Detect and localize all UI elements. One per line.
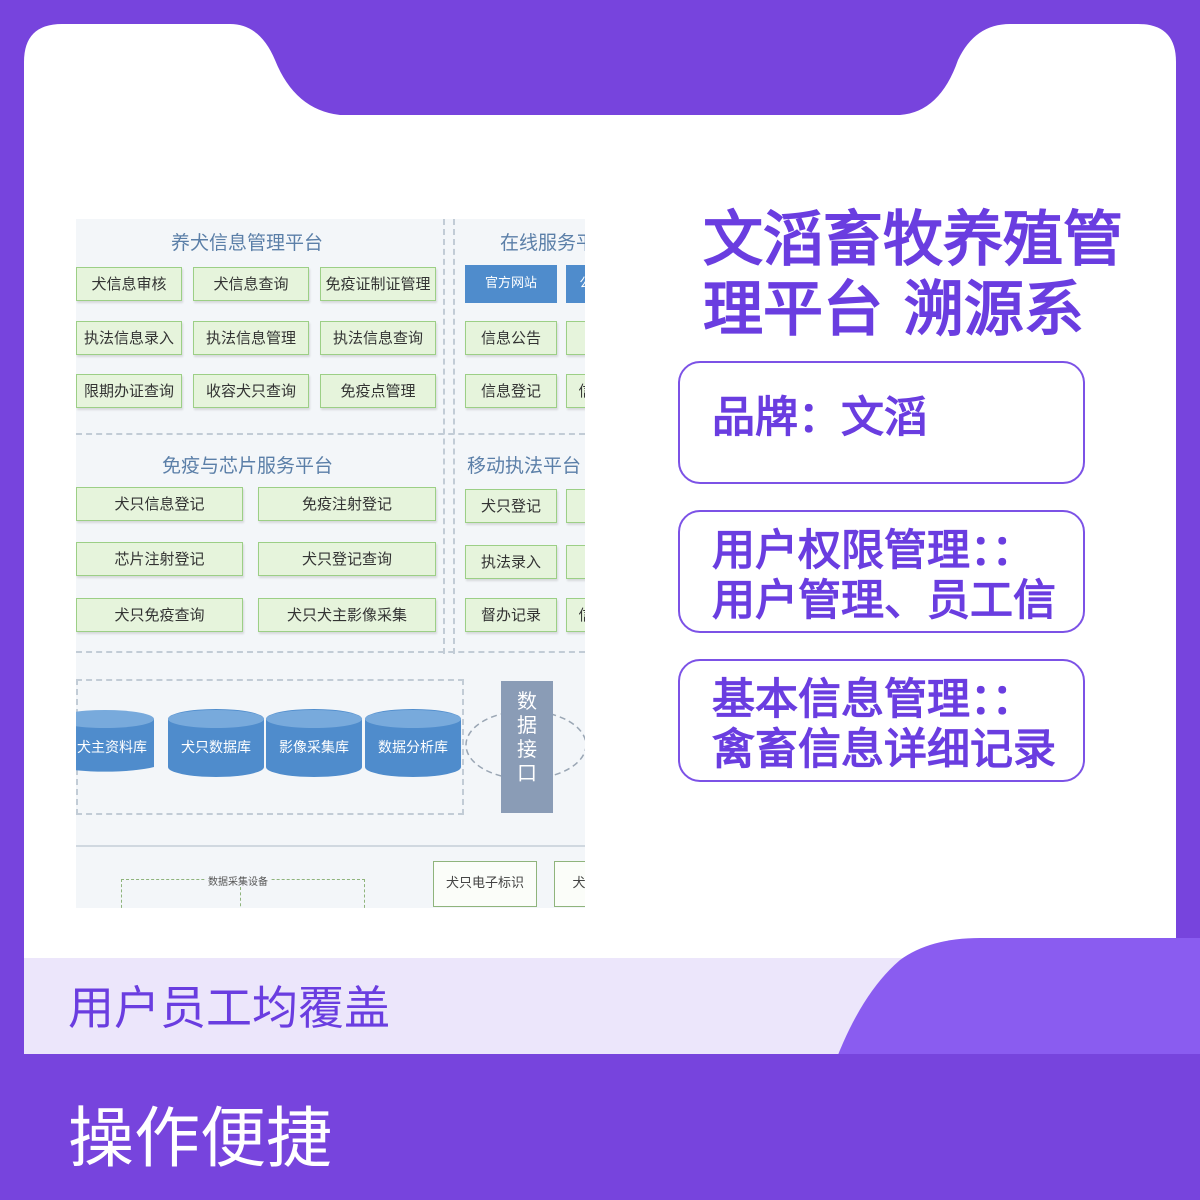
permission-card: 用户权限管理：： 用户管理、员工信	[678, 510, 1085, 633]
diagram-box: 免疫点管理	[320, 374, 436, 408]
diagram-box-blue: 官方网站	[465, 265, 557, 303]
database-label: 数据分析库	[378, 740, 448, 756]
separator	[453, 219, 455, 654]
basic-info-line: 禽畜信息详细记录	[712, 725, 1056, 775]
separator	[443, 219, 445, 654]
architecture-diagram: 养犬信息管理平台 犬信息审核 犬信息查询 免疫证制证管理 执法信息录入 执法信息…	[76, 219, 585, 908]
diagram-box: 信	[566, 598, 585, 632]
feature-easy-text: 操作便捷	[68, 1100, 332, 1177]
database-label: 影像采集库	[279, 740, 349, 756]
diagram-box: 执法信息查询	[320, 321, 436, 355]
diagram-box: 执法信息录入	[76, 321, 182, 355]
diagram-box: 执法录入	[465, 545, 557, 579]
database-cylinders	[76, 709, 461, 777]
diagram-box: 犬只免疫查询	[76, 598, 243, 632]
diagram-box	[566, 489, 585, 523]
database-icon	[76, 714, 154, 772]
headline-line: 理平台 溯源系	[703, 275, 1084, 345]
diagram-box: 督办记录	[465, 598, 557, 632]
diagram-box	[566, 545, 585, 579]
dark-band	[0, 1054, 1200, 1200]
separator	[76, 433, 585, 435]
diagram-box: 信息登记	[465, 374, 557, 408]
diagram-box: 犬只登记查询	[258, 542, 436, 576]
collection-line	[240, 887, 241, 908]
panel-title-immune: 免疫与芯片服务平台	[162, 455, 334, 477]
diagram-box: 犬只登记	[465, 489, 557, 523]
permission-line: 用户权限管理：：	[712, 526, 1035, 576]
diagram-box: 信息公告	[465, 321, 557, 355]
diagram-box: 犬只犬主影像采集	[258, 598, 436, 632]
panel-title-dog-info: 养犬信息管理平台	[171, 232, 324, 254]
brand-card: 品牌：文滔	[678, 361, 1085, 484]
collection-item: 犬	[554, 861, 585, 907]
product-headline: 文滔畜牧养殖管 理平台 溯源系	[703, 205, 1133, 345]
feature-coverage-text: 用户员工均覆盖	[68, 981, 390, 1035]
separator	[76, 651, 585, 653]
collection-label: 数据采集设备	[206, 873, 270, 888]
diagram-box-blue: 公	[566, 265, 585, 303]
separator	[76, 845, 585, 847]
brand-text: 品牌：文滔	[712, 393, 927, 443]
basic-info-card: 基本信息管理：： 禽畜信息详细记录	[678, 659, 1085, 782]
diagram-box: 执法信息管理	[193, 321, 309, 355]
diagram-box: 免疫注射登记	[258, 487, 436, 521]
diagram-box: 限期办证查询	[76, 374, 182, 408]
diagram-box	[566, 321, 585, 355]
diagram-box: 犬信息审核	[76, 267, 182, 301]
diagram-box: 芯片注射登记	[76, 542, 243, 576]
panel-title-mobile: 移动执法平台	[467, 455, 582, 477]
basic-info-line: 基本信息管理：：	[712, 675, 1035, 725]
diagram-box: 免疫证制证管理	[320, 267, 436, 301]
database-label: 犬只数据库	[181, 740, 251, 756]
diagram-box: 犬信息查询	[193, 267, 309, 301]
panel-title-online: 在线服务平	[500, 232, 585, 254]
diagram-box: 犬只信息登记	[76, 487, 243, 521]
diagram-box: 信	[566, 374, 585, 408]
collection-item: 犬只电子标识	[433, 861, 537, 907]
database-label: 犬主资料库	[77, 740, 147, 756]
diagram-box: 收容犬只查询	[193, 374, 309, 408]
headline-line: 文滔畜牧养殖管	[703, 205, 1123, 275]
data-interface: 数 据 接 口	[501, 681, 553, 813]
permission-line: 用户管理、员工信	[712, 576, 1056, 626]
